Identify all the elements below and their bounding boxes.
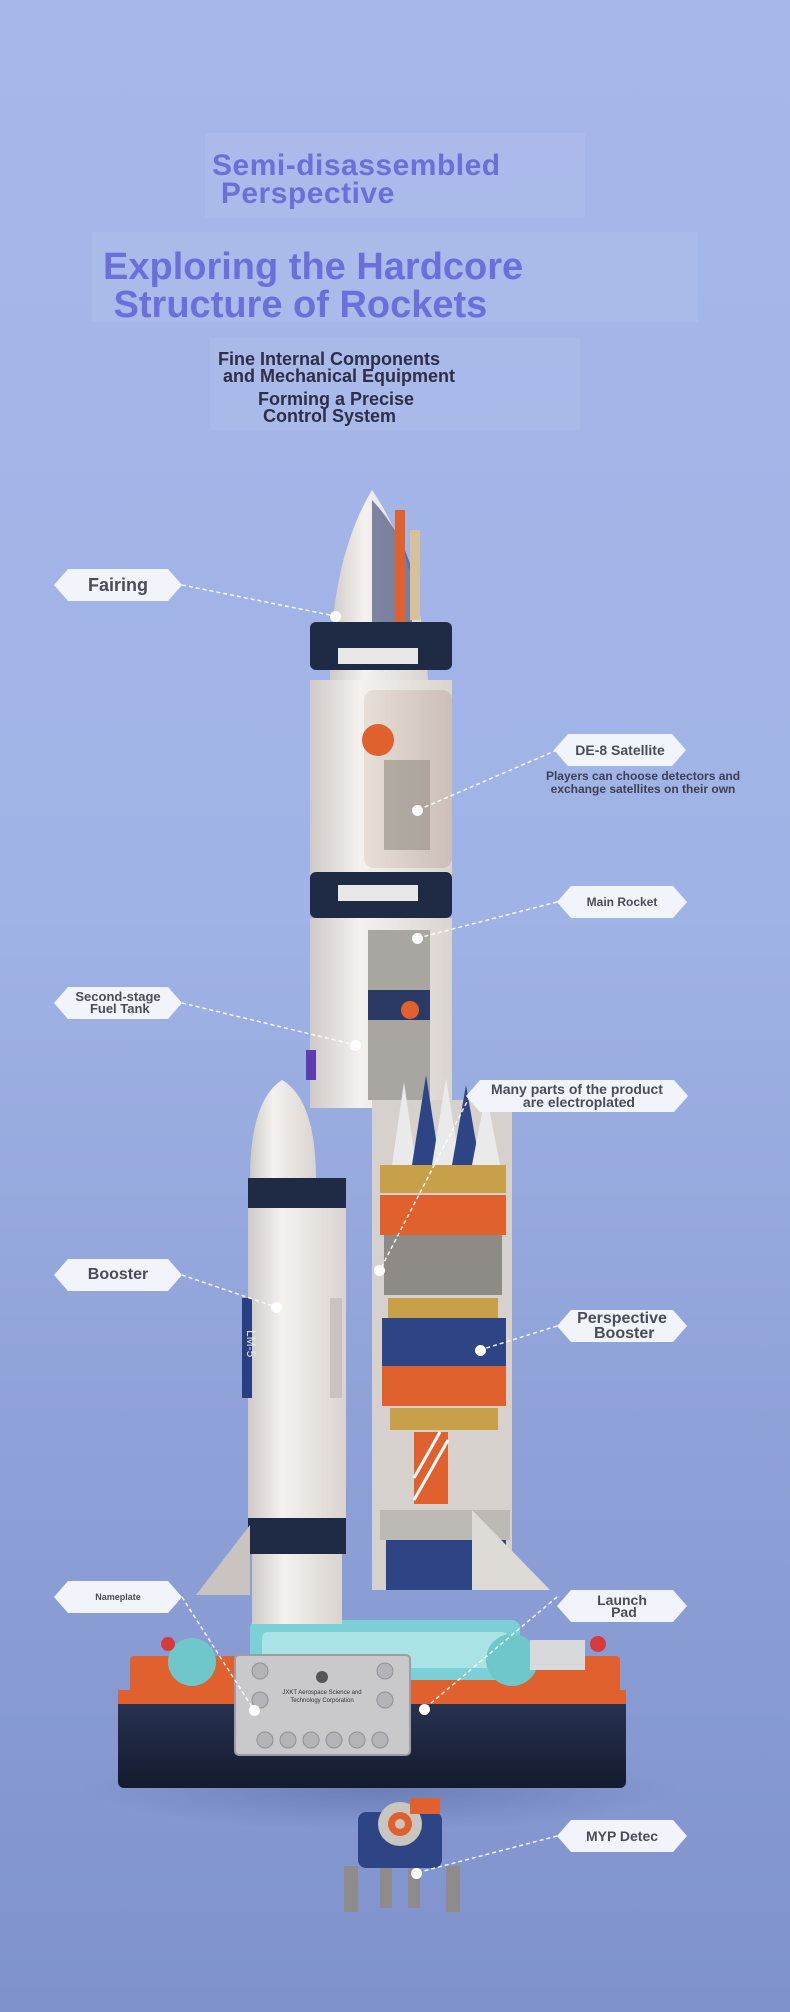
desc-line-2: and Mechanical Equipment	[218, 366, 456, 386]
nameplate-dot	[249, 1705, 260, 1716]
subtitle-panel	[205, 133, 585, 218]
launch-pad-dot	[419, 1704, 430, 1715]
main-rocket-dot	[412, 933, 423, 944]
satellite-dot	[412, 805, 423, 816]
nameplate-line-1: JXKT Aerospace Science and	[282, 1690, 361, 1696]
booster-mark: LM-5	[244, 1330, 258, 1358]
perspective-booster-dot	[475, 1345, 486, 1356]
main-rocket-label: Main Rocket	[557, 886, 687, 918]
second-stage-dot	[350, 1040, 361, 1051]
booster-dot	[271, 1302, 282, 1313]
launch-pad-label: Launch Pad	[557, 1590, 687, 1622]
myp-dot	[411, 1868, 422, 1879]
desc-line-4: Control System	[258, 406, 397, 426]
booster-label: Booster	[54, 1259, 182, 1291]
nameplate-label: Nameplate	[54, 1581, 182, 1613]
page-subtitle: Semi-disassembled Perspective	[212, 149, 501, 210]
desc-panel	[210, 338, 580, 430]
desc-line-1: Fine Internal Components	[218, 349, 441, 369]
page-title: Exploring the Hardcore Structure of Rock…	[103, 246, 524, 326]
title-panel	[92, 232, 698, 322]
second-stage-label: Second-stage Fuel Tank	[54, 987, 182, 1019]
satellite-label: DE-8 Satellite	[554, 734, 686, 766]
electroplated-label: Many parts of the product are electropla…	[466, 1080, 688, 1112]
perspective-booster-label: Perspective Booster	[557, 1310, 687, 1342]
fairing-dot	[330, 611, 341, 622]
desc-line-3: Forming a Precise	[258, 389, 415, 409]
electroplated-dot	[374, 1265, 385, 1276]
nameplate-line-2: Technology Corporation	[290, 1698, 353, 1704]
fairing-label: Fairing	[54, 569, 182, 601]
satellite-note: Players can choose detectors and exchang…	[545, 769, 741, 796]
myp-label: MYP Detec	[557, 1820, 687, 1852]
